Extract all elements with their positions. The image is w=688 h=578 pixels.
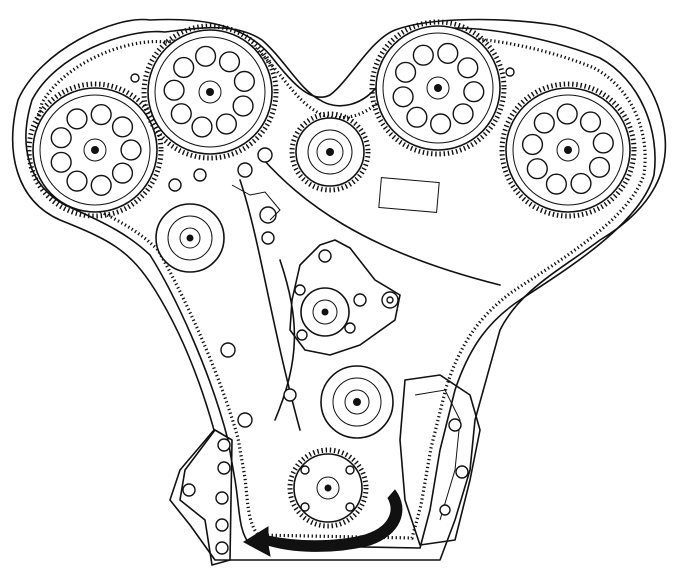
idler-pulley-lower	[320, 365, 394, 439]
camshaft-sprocket-left-inner	[141, 23, 279, 161]
crankshaft-sprocket	[287, 447, 369, 529]
counterclockwise-arrow	[243, 489, 403, 557]
center-bolts	[130, 67, 515, 245]
idler-pulley-left	[155, 203, 225, 273]
camshaft-sprocket-left-outer	[26, 81, 164, 219]
left-bracket	[179, 342, 297, 566]
belt-tensioner	[289, 239, 401, 356]
camshaft-sprocket-right-outer	[499, 81, 637, 219]
lower-housing	[378, 176, 481, 546]
idler-pulley-upper	[289, 111, 371, 193]
engine-outline	[12, 18, 667, 561]
camshaft-sprocket-right-inner	[369, 19, 507, 157]
